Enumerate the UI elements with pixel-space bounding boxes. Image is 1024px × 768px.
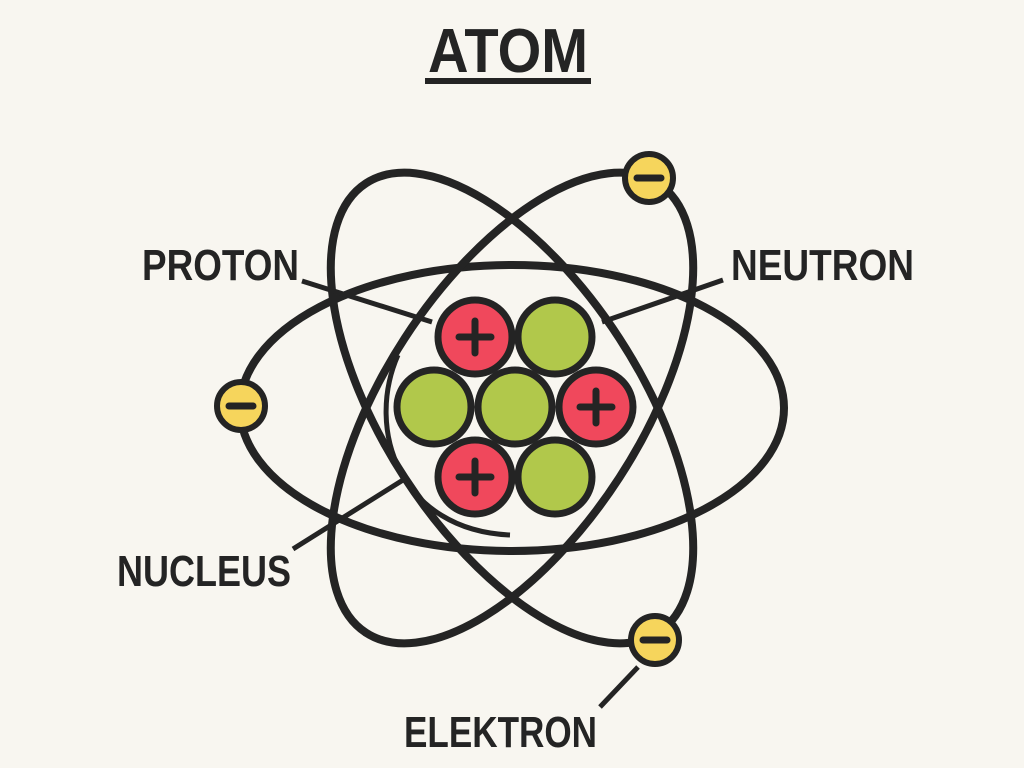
nucleus-arc bbox=[383, 353, 511, 538]
nucleus-label: NUCLEUS bbox=[117, 547, 291, 596]
neutron-particle bbox=[514, 296, 596, 378]
page-title: ATOM bbox=[428, 17, 588, 86]
plus-icon bbox=[455, 317, 495, 357]
plus-icons bbox=[455, 317, 616, 497]
electrons bbox=[214, 151, 682, 667]
electron-leader-line bbox=[598, 665, 640, 709]
neutron-label: NEUTRON bbox=[731, 241, 914, 290]
nucleus bbox=[393, 296, 637, 518]
electron-top-right bbox=[622, 151, 676, 205]
neutron-particle bbox=[474, 366, 556, 448]
electron-label: ELEKTRON bbox=[404, 708, 597, 757]
electron-left bbox=[214, 379, 268, 433]
electron-bottom-right bbox=[628, 613, 682, 667]
neutron-particle bbox=[514, 436, 596, 518]
nucleus-leader-line bbox=[291, 477, 405, 552]
plus-icon bbox=[455, 457, 495, 497]
neutron-leader-line bbox=[601, 277, 724, 325]
leader-lines bbox=[291, 277, 724, 709]
proton-leader-line bbox=[301, 278, 433, 325]
proton-label: PROTON bbox=[142, 241, 299, 290]
title-underline bbox=[425, 78, 591, 84]
neutron-particle bbox=[393, 366, 475, 448]
plus-icon bbox=[576, 387, 616, 427]
